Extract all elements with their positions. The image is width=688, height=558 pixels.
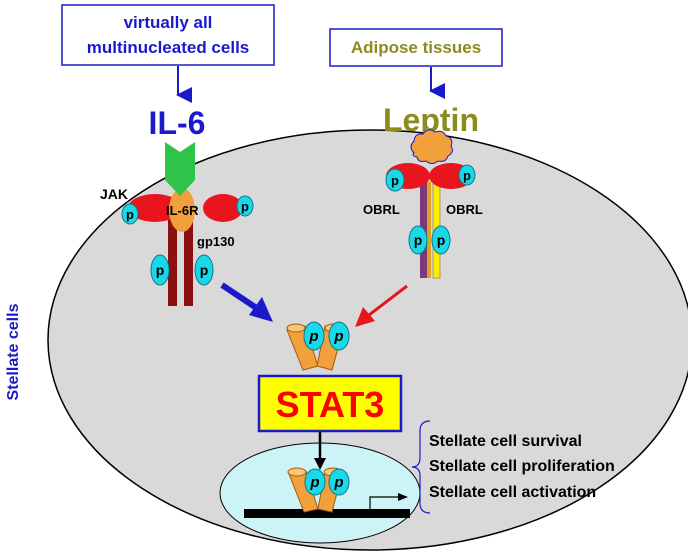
svg-text:p: p: [241, 199, 249, 214]
outcome-bracket: [411, 420, 431, 514]
leptin-ligand: [410, 129, 453, 164]
p-il6-jak-left: p: [121, 203, 139, 225]
jak-label: JAK: [100, 186, 128, 202]
p-stat3-nuc-right: p: [328, 468, 350, 496]
p-gp130-right: p: [194, 254, 214, 286]
source-left-line1: virtually all: [124, 13, 213, 32]
p-gp130-left: p: [150, 254, 170, 286]
obrl-label-left: OBRL: [363, 202, 400, 217]
p-obrl-jak-right: p: [458, 164, 476, 186]
source-box-left: [61, 4, 275, 66]
p-obrl-left: p: [408, 225, 428, 255]
p-il6-jak-right: p: [236, 195, 254, 217]
p-obrl-jak-left: p: [385, 168, 405, 192]
outcome-survival: Stellate cell survival: [429, 433, 582, 450]
svg-text:p: p: [391, 173, 399, 188]
svg-text:p: p: [200, 262, 209, 278]
source-box-right: [329, 28, 503, 67]
il6r-label: IL-6R: [166, 203, 199, 218]
transcription-arrow-head: [398, 493, 408, 501]
stat3-dimer-cytoplasm: p p: [286, 321, 350, 371]
p-stat3-cyto-left: p: [303, 321, 325, 351]
svg-text:p: p: [309, 474, 319, 491]
stellate-cell: [47, 129, 688, 551]
il6-ligand: [165, 142, 195, 196]
arrow-leptin-to-stat3: [355, 284, 408, 327]
svg-text:p: p: [308, 328, 318, 345]
svg-text:p: p: [126, 207, 134, 222]
stat3-label: STAT3: [276, 384, 385, 425]
transcription-start-arrow: [369, 496, 404, 509]
p-obrl-right: p: [431, 225, 451, 255]
arrow-il6-to-stat3: [220, 282, 273, 322]
svg-text:p: p: [463, 168, 471, 183]
arrow-stat3-to-nucleus: [314, 432, 326, 470]
svg-text:p: p: [333, 328, 343, 345]
stat3-box: [257, 374, 403, 433]
gp130-label: gp130: [197, 234, 235, 249]
obrl-label-right: OBRL: [446, 202, 483, 217]
p-stat3-nuc-left: p: [304, 468, 326, 496]
jak-right: [203, 194, 243, 222]
jak-left: [128, 194, 182, 222]
cell-label: Stellate cells: [5, 303, 22, 400]
il6r: [169, 188, 195, 232]
il6-receptor-complex: [128, 142, 243, 306]
source-right-label: Adipose tissues: [351, 38, 481, 57]
dna-bar: [244, 509, 410, 518]
svg-text:p: p: [414, 232, 423, 248]
svg-text:p: p: [437, 232, 446, 248]
outcome-proliferation: Stellate cell proliferation: [429, 458, 615, 475]
ligand-il6: IL-6: [149, 105, 206, 141]
outcome-activation: Stellate cell activation: [429, 484, 596, 501]
svg-text:p: p: [333, 474, 343, 491]
source-left-line2: multinucleated cells: [87, 38, 250, 57]
svg-text:p: p: [156, 262, 165, 278]
p-stat3-cyto-right: p: [328, 321, 350, 351]
stat3-dimer-nucleus: p p: [287, 467, 350, 513]
